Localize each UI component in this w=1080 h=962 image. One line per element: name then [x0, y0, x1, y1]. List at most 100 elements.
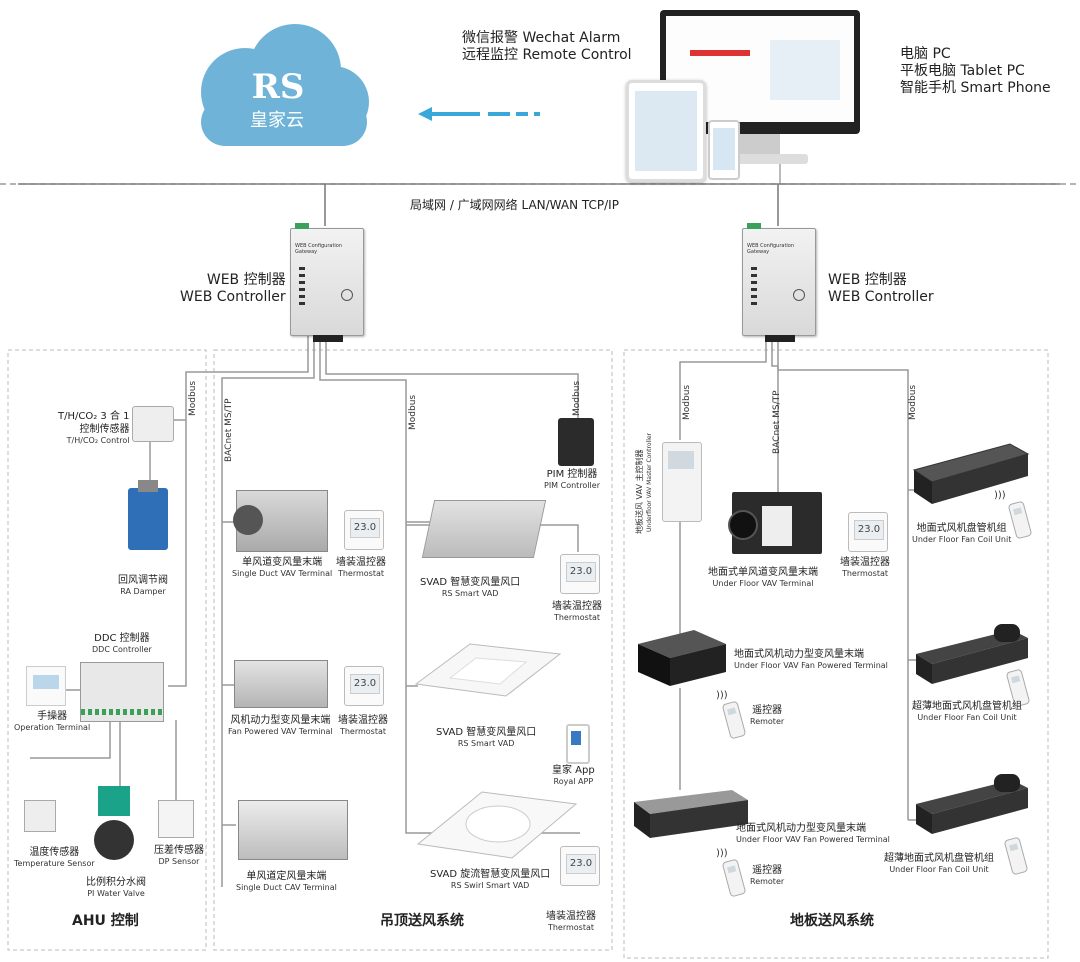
svad1-cn: SVAD 智慧变风量风口	[420, 577, 521, 588]
thermostat-icon: 23.0	[344, 510, 384, 550]
uf-vav-icon	[728, 492, 822, 554]
thermostat-display: 23.0	[350, 674, 380, 694]
ddc-label: DDC 控制器 DDC Controller	[92, 632, 152, 655]
floor-thermostat-cn: 墙装温控器	[840, 557, 890, 568]
web-gateway-left: WEB Configuration Gateway	[290, 223, 364, 342]
single-duct-cav-cn: 单风道定风量末端	[246, 871, 327, 882]
thermostat1-cn: 墙装温控器	[336, 557, 386, 568]
ra-damper-label: 回风调节阀 RA Damper	[118, 574, 168, 597]
web-controller-left-label: WEB 控制器 WEB Controller	[180, 272, 286, 306]
web-controller-left-en: WEB Controller	[180, 289, 286, 305]
uf-vav-en: Under Floor VAV Terminal	[712, 579, 814, 588]
royal-app-cn: 皇家 App	[552, 765, 595, 776]
single-duct-cav-icon	[238, 800, 348, 860]
single-duct-cav-en: Single Duct CAV Terminal	[236, 883, 337, 892]
tablet-pc-text: 平板电脑 Tablet PC	[900, 63, 1025, 79]
client-devices-label: 电脑 PC 平板电脑 Tablet PC 智能手机 Smart Phone	[900, 46, 1051, 97]
th-sensor-en: T/H/CO₂ Control	[66, 436, 130, 445]
network-label: 局域网 / 广域网网络 LAN/WAN TCP/IP	[410, 198, 619, 212]
fcu2-label: 超薄地面式风机盘管机组 Under Floor Fan Coil Unit	[912, 700, 1022, 723]
thermostat-display: 23.0	[854, 520, 884, 540]
operation-terminal-en: Operation Terminal	[14, 723, 91, 732]
fcu2-en: Under Floor Fan Coil Unit	[917, 713, 1017, 722]
thermostat3-cn: 墙装温控器	[552, 601, 602, 612]
uf-vav-label: 地面式单风道变风量末端 Under Floor VAV Terminal	[708, 566, 818, 589]
floor-section-title: 地板送风系统	[790, 913, 874, 929]
thermostat-display: 23.0	[566, 854, 596, 874]
protocol-modbus-ahu: Modbus	[188, 380, 198, 416]
royal-app-label: 皇家 App Royal APP	[552, 764, 595, 787]
fcu3-icon	[916, 774, 1028, 834]
fan-powered-vav-en: Fan Powered VAV Terminal	[228, 727, 333, 736]
remote1-cn: 遥控器	[752, 705, 783, 716]
dp-sensor-en: DP Sensor	[158, 857, 200, 866]
temperature-sensor-label: 温度传感器 Temperature Sensor	[14, 846, 95, 869]
water-valve-icon	[92, 786, 136, 870]
thermostat3-en: Thermostat	[553, 613, 601, 622]
fcu2-cn: 超薄地面式风机盘管机组	[912, 701, 1022, 712]
fcu2-icon	[916, 624, 1028, 684]
temperature-sensor-icon	[24, 800, 56, 832]
thermostat-icon: 23.0	[344, 666, 384, 706]
remote2-label: 遥控器 Remoter	[750, 864, 784, 887]
royal-app-en: Royal APP	[553, 777, 594, 786]
ahu-section-title: AHU 控制	[72, 913, 139, 929]
thermostat4-cn: 墙装温控器	[546, 911, 596, 922]
thermostat-icon: 23.0	[848, 512, 888, 552]
single-duct-vav-en: Single Duct VAV Terminal	[232, 569, 333, 578]
fcu3-label: 超薄地面式风机盘管机组 Under Floor Fan Coil Unit	[884, 852, 994, 875]
water-valve-label: 比例积分水阀 PI Water Valve	[86, 876, 146, 899]
thermostat2-cn: 墙装温控器	[338, 715, 388, 726]
wifi-icon: )))	[994, 490, 1006, 501]
fp-vav2-cn: 地面式风机动力型变风量末端	[736, 823, 866, 834]
pim-cn: PIM 控制器	[546, 469, 598, 480]
web-controller-right-cn: WEB 控制器	[828, 272, 907, 288]
web-controller-right-label: WEB 控制器 WEB Controller	[828, 272, 934, 306]
royal-app-icon	[566, 724, 590, 764]
thermostat2-label: 墙装温控器 Thermostat	[338, 714, 388, 737]
pc-text: 电脑 PC	[900, 46, 951, 62]
fcu3-cn: 超薄地面式风机盘管机组	[884, 853, 994, 864]
svad1-en: RS Smart VAD	[441, 589, 499, 598]
tablet-icon	[626, 80, 706, 182]
cloud-name: 皇家云	[250, 110, 304, 131]
wechat-alarm-text: 微信报警 Wechat Alarm	[462, 30, 621, 46]
thermostat4-en: Thermostat	[547, 923, 595, 932]
ra-damper-en: RA Damper	[120, 587, 166, 596]
protocol-bacnet-left: BACnet MS/TP	[224, 398, 234, 462]
fp-vav1-label: 地面式风机动力型变风量末端 Under Floor VAV Fan Powere…	[734, 648, 888, 671]
cloud-logo-text: RS	[252, 67, 305, 107]
protocol-modbus-pim: Modbus	[572, 380, 582, 416]
water-valve-cn: 比例积分水阀	[86, 877, 146, 888]
protocol-modbus-floor: Modbus	[682, 384, 692, 420]
smart-phone-text: 智能手机 Smart Phone	[900, 80, 1051, 96]
ra-damper-cn: 回风调节阀	[118, 575, 168, 586]
svad3-label: SVAD 旋流智慧变风量风口 RS Swirl Smart VAD	[430, 868, 550, 891]
svad2-cn: SVAD 智慧变风量风口	[436, 727, 537, 738]
svad1-label: SVAD 智慧变风量风口 RS Smart VAD	[420, 576, 520, 599]
operation-terminal-icon	[26, 666, 66, 706]
uf-vav-cn: 地面式单风道变风量末端	[708, 567, 818, 578]
single-duct-vav-cn: 单风道变风量末端	[242, 557, 323, 568]
thermostat-icon: 23.0	[560, 846, 600, 886]
svad2-en: RS Smart VAD	[457, 739, 515, 748]
svad3-cn: SVAD 旋流智慧变风量风口	[430, 869, 551, 880]
protocol-bacnet-right: BACnet MS/TP	[772, 390, 782, 454]
dp-sensor-cn: 压差传感器	[154, 845, 204, 856]
thermostat-display: 23.0	[566, 562, 596, 582]
floor-thermostat-label: 墙装温控器 Thermostat	[840, 556, 890, 579]
dp-sensor-icon	[158, 800, 194, 838]
ddc-cn: DDC 控制器	[94, 633, 150, 644]
remote2-cn: 遥控器	[752, 865, 783, 876]
water-valve-en: PI Water Valve	[87, 889, 145, 898]
ceiling-section-title: 吊顶送风系统	[380, 913, 464, 929]
fp-vav2-en: Under Floor VAV Fan Powered Terminal	[736, 835, 890, 844]
remote-access-label: 微信报警 Wechat Alarm 远程监控 Remote Control	[462, 30, 632, 64]
fcu1-en: Under Floor Fan Coil Unit	[912, 535, 1012, 544]
th-sensor-cn2: 控制传感器	[79, 424, 130, 435]
fcu1-icon	[912, 443, 1030, 504]
thermostat2-en: Thermostat	[339, 727, 387, 736]
wifi-icon: )))	[716, 690, 728, 701]
thermostat4-label: 墙装温控器 Thermostat	[546, 910, 596, 933]
